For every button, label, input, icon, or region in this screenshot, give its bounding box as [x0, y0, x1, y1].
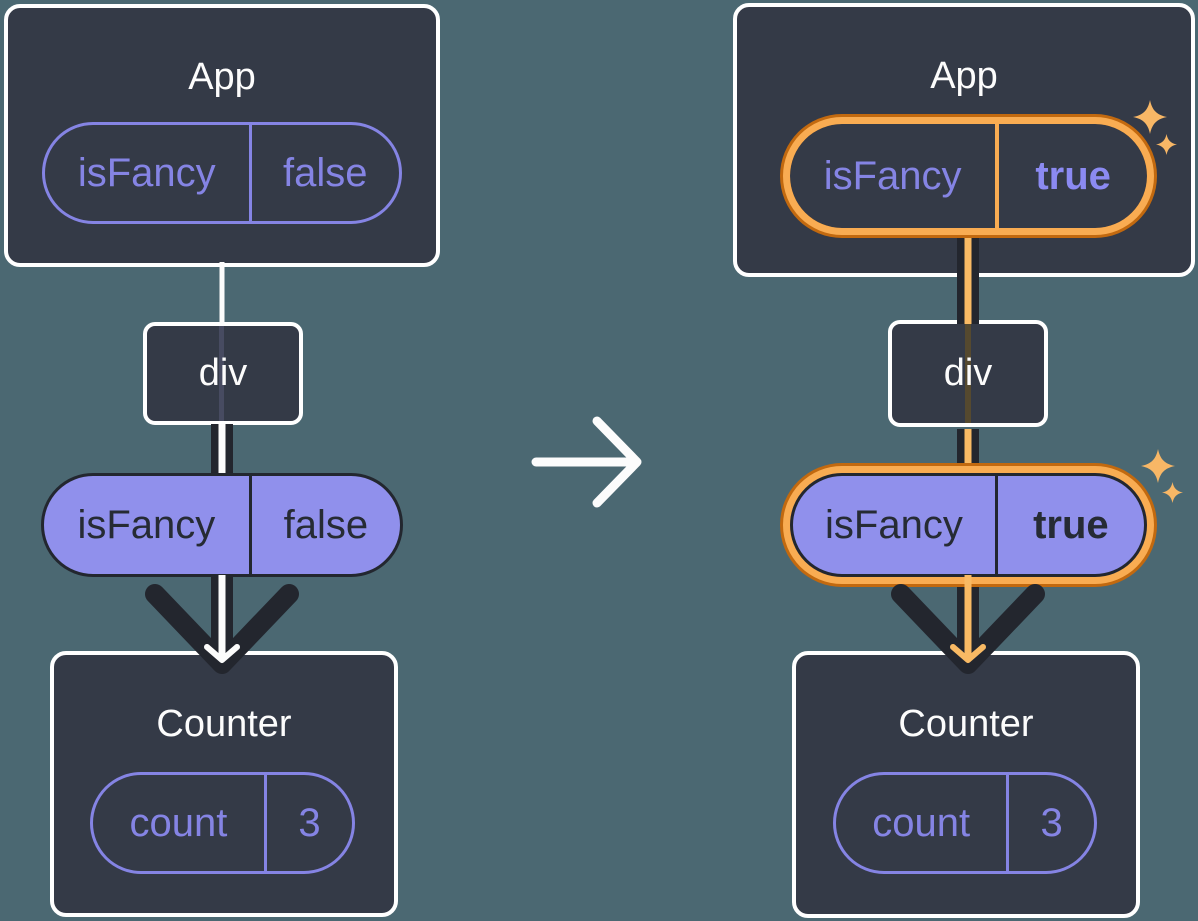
sparkle-icon — [1162, 482, 1183, 503]
state-key-label: isFancy — [45, 125, 252, 221]
state-pill-isfancy-before: isFancy false — [42, 122, 402, 224]
sparkle-icon — [1133, 100, 1167, 134]
state-flow-line-muted — [219, 326, 224, 421]
div-node-box-after: div — [888, 320, 1048, 427]
prop-value-label: true — [1033, 502, 1109, 547]
prop-value-label: false — [283, 502, 369, 547]
edge-app-div-before — [219, 262, 225, 326]
state-value-label: 3 — [298, 800, 321, 845]
prop-pill-isfancy-before: isFancy false — [41, 473, 403, 577]
arrow-right-icon — [531, 416, 642, 508]
arrow-stripe-after — [964, 575, 972, 659]
state-key-label: isFancy — [790, 124, 1000, 228]
state-flow-line-muted — [965, 324, 971, 423]
component-title: App — [930, 55, 998, 97]
state-value-label: true — [1035, 153, 1111, 198]
app-component-box-after: App — [733, 3, 1195, 277]
state-pill-isfancy-after-highlighted: isFancy true — [790, 124, 1147, 228]
state-pill-count-after: count 3 — [833, 772, 1097, 874]
prop-key-label: isFancy — [44, 476, 252, 574]
sparkle-icon — [1141, 449, 1175, 483]
component-title: Counter — [156, 703, 292, 745]
arrow-stripe-before — [218, 575, 226, 659]
component-title: App — [188, 56, 256, 98]
node-title: div — [943, 352, 993, 394]
state-key-label: count — [836, 775, 1010, 871]
prop-key-label: isFancy — [793, 476, 998, 574]
sparkle-icon — [1156, 134, 1177, 155]
state-value-label: false — [283, 150, 368, 195]
prop-pill-isfancy-after-highlighted: isFancy true — [790, 473, 1147, 577]
div-node-box-before: div — [143, 322, 303, 425]
state-pill-count-before: count 3 — [90, 772, 355, 874]
component-title: Counter — [898, 703, 1034, 745]
state-key-label: count — [93, 775, 267, 871]
state-value-label: 3 — [1040, 800, 1063, 845]
node-title: div — [198, 352, 248, 394]
